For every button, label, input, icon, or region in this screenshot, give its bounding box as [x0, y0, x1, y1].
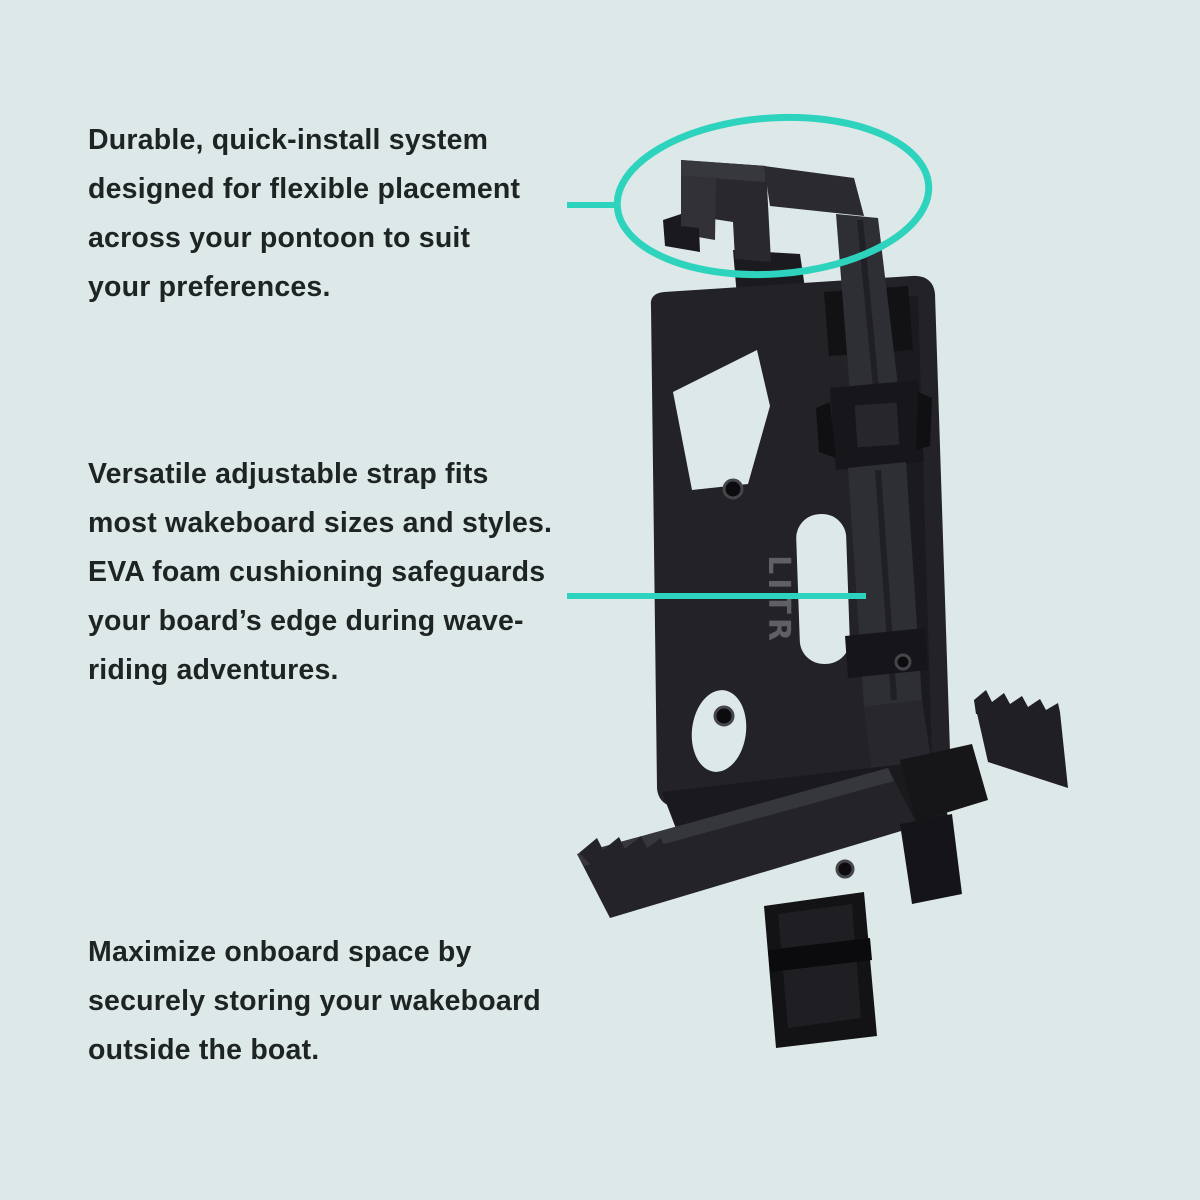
screw-icon: [835, 859, 855, 879]
screws: [713, 478, 912, 879]
callout-ellipse: [613, 113, 933, 279]
strap-end: [864, 700, 932, 774]
feature-text-strap: Versatile adjustable strap fits most wak…: [88, 458, 553, 686]
screw-icon: [713, 705, 735, 727]
top-clamp-side: [681, 176, 716, 240]
right-fin-teeth: [974, 690, 1060, 714]
rear-support: [900, 814, 962, 904]
wakeboard-rack: LITR: [577, 160, 1068, 1048]
feature-text-storage: Maximize onboard space by securely stori…: [88, 936, 541, 1066]
strap-stitch-line: [857, 219, 879, 389]
frame-handle-slot: [796, 513, 850, 665]
strap-upper: [764, 166, 864, 216]
right-fin: [974, 700, 1068, 788]
feature-text-install: Durable, quick-install system designed f…: [88, 124, 521, 303]
strap-keeper: [845, 628, 928, 678]
screw-icon: [894, 653, 912, 671]
clamp-hook: [663, 214, 700, 252]
board-shelf: [577, 768, 918, 918]
top-clamp-face: [681, 160, 766, 182]
shelf-support: [900, 744, 988, 822]
frame-cutout-upper: [673, 350, 770, 490]
shelf-teeth: [579, 836, 666, 874]
screw-icon: [722, 478, 744, 500]
brand-logo: LITR: [761, 555, 796, 645]
lower-bracket-slot: [768, 938, 872, 972]
strap-buckle: [816, 380, 932, 470]
